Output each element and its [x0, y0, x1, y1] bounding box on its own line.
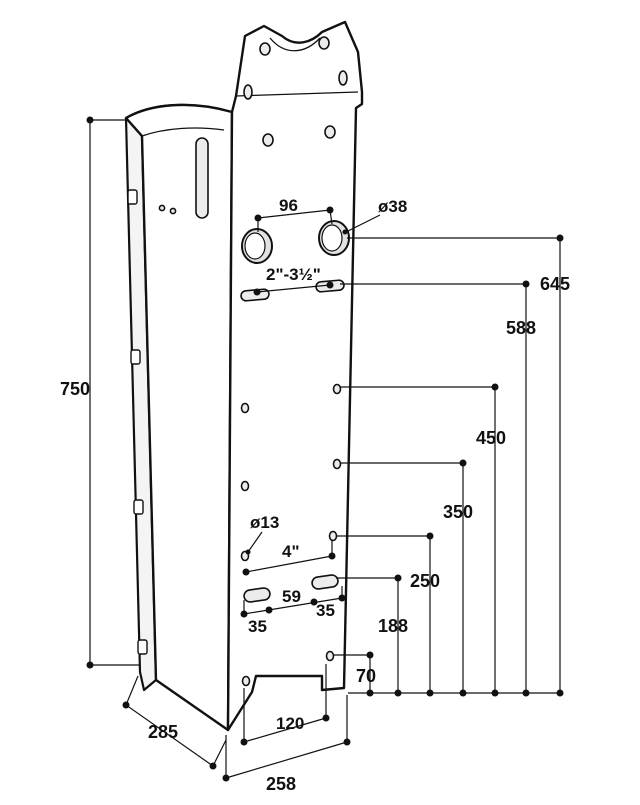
bolt [127, 189, 138, 205]
label-slot-left: 35 [248, 617, 267, 636]
label-188: 188 [378, 616, 408, 636]
label-hole-diameter: ø38 [378, 197, 407, 216]
top-fold-line [235, 91, 359, 97]
top-notch-edge [269, 37, 321, 52]
label-slot-gap: 59 [282, 587, 301, 606]
side-vertical-slot [195, 137, 209, 219]
label-small-hole: ø13 [250, 513, 279, 532]
label-588: 588 [506, 318, 536, 338]
label-250: 250 [410, 571, 440, 591]
hole [241, 675, 251, 687]
tube-inner-edge [141, 127, 225, 137]
hole [328, 530, 338, 542]
hole [325, 650, 335, 662]
top-holes [243, 36, 348, 147]
slot [338, 70, 348, 86]
label-645: 645 [540, 274, 570, 294]
hole [332, 458, 342, 470]
hole [240, 480, 250, 492]
label-cutout-width: 120 [276, 714, 304, 733]
post-front-face [226, 20, 364, 732]
hole [240, 402, 250, 414]
bolt [133, 499, 144, 515]
hole [318, 36, 330, 50]
hole [259, 42, 271, 56]
tube-top-curve [125, 103, 233, 119]
slot [243, 84, 253, 100]
side-small-hole [169, 207, 177, 215]
bolt [130, 349, 141, 365]
mid-holes [240, 383, 342, 562]
label-hole-spacing: 96 [279, 196, 298, 215]
bolt [137, 639, 148, 655]
hole [262, 133, 274, 147]
label-four-inch: 4" [282, 542, 300, 561]
label-total-height: 750 [60, 379, 90, 399]
side-bolts [127, 189, 148, 655]
hole [332, 383, 342, 395]
label-depth: 285 [148, 722, 178, 742]
lower-slot [311, 574, 339, 590]
lower-slot [243, 587, 271, 603]
label-450: 450 [476, 428, 506, 448]
label-70: 70 [356, 666, 376, 686]
large-holes [241, 220, 350, 264]
label-350: 350 [443, 502, 473, 522]
label-width: 258 [266, 774, 296, 794]
hole [324, 125, 336, 139]
large-hole-inner [321, 224, 343, 252]
label-slot-range: 2"-3½" [266, 265, 321, 284]
label-slot-right: 35 [316, 601, 335, 620]
large-hole-inner [244, 232, 266, 260]
dimension-lines [86, 116, 564, 782]
dimension-labels: 750 285 258 120 96 ø38 2"-3½" 645 588 45… [60, 196, 570, 794]
side-small-hole [158, 204, 166, 212]
